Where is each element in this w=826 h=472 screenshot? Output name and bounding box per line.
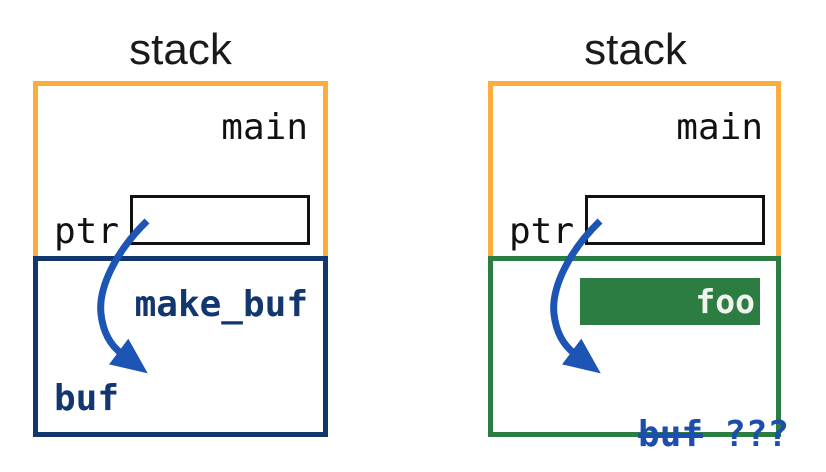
ptr-label: ptr bbox=[509, 211, 575, 252]
ptr-value-box bbox=[130, 195, 310, 245]
make-buf-frame-label: make_buf bbox=[134, 284, 308, 325]
unknown-value-label: ??? bbox=[724, 414, 790, 455]
main-frame-label: main bbox=[676, 107, 763, 148]
make-buf-frame-box bbox=[33, 256, 328, 437]
stack-title: stack bbox=[129, 25, 232, 74]
foo-block-label: foo bbox=[695, 282, 755, 321]
stack-title: stack bbox=[584, 25, 687, 74]
ptr-value-box bbox=[585, 195, 765, 245]
dangling-buf-row: buf??? bbox=[508, 381, 789, 472]
main-frame-label: main bbox=[221, 107, 308, 148]
foo-block: foo bbox=[580, 278, 760, 325]
buf-strikethrough-label: buf bbox=[638, 414, 704, 455]
ptr-label: ptr bbox=[54, 211, 120, 252]
buf-label: buf bbox=[54, 378, 120, 419]
